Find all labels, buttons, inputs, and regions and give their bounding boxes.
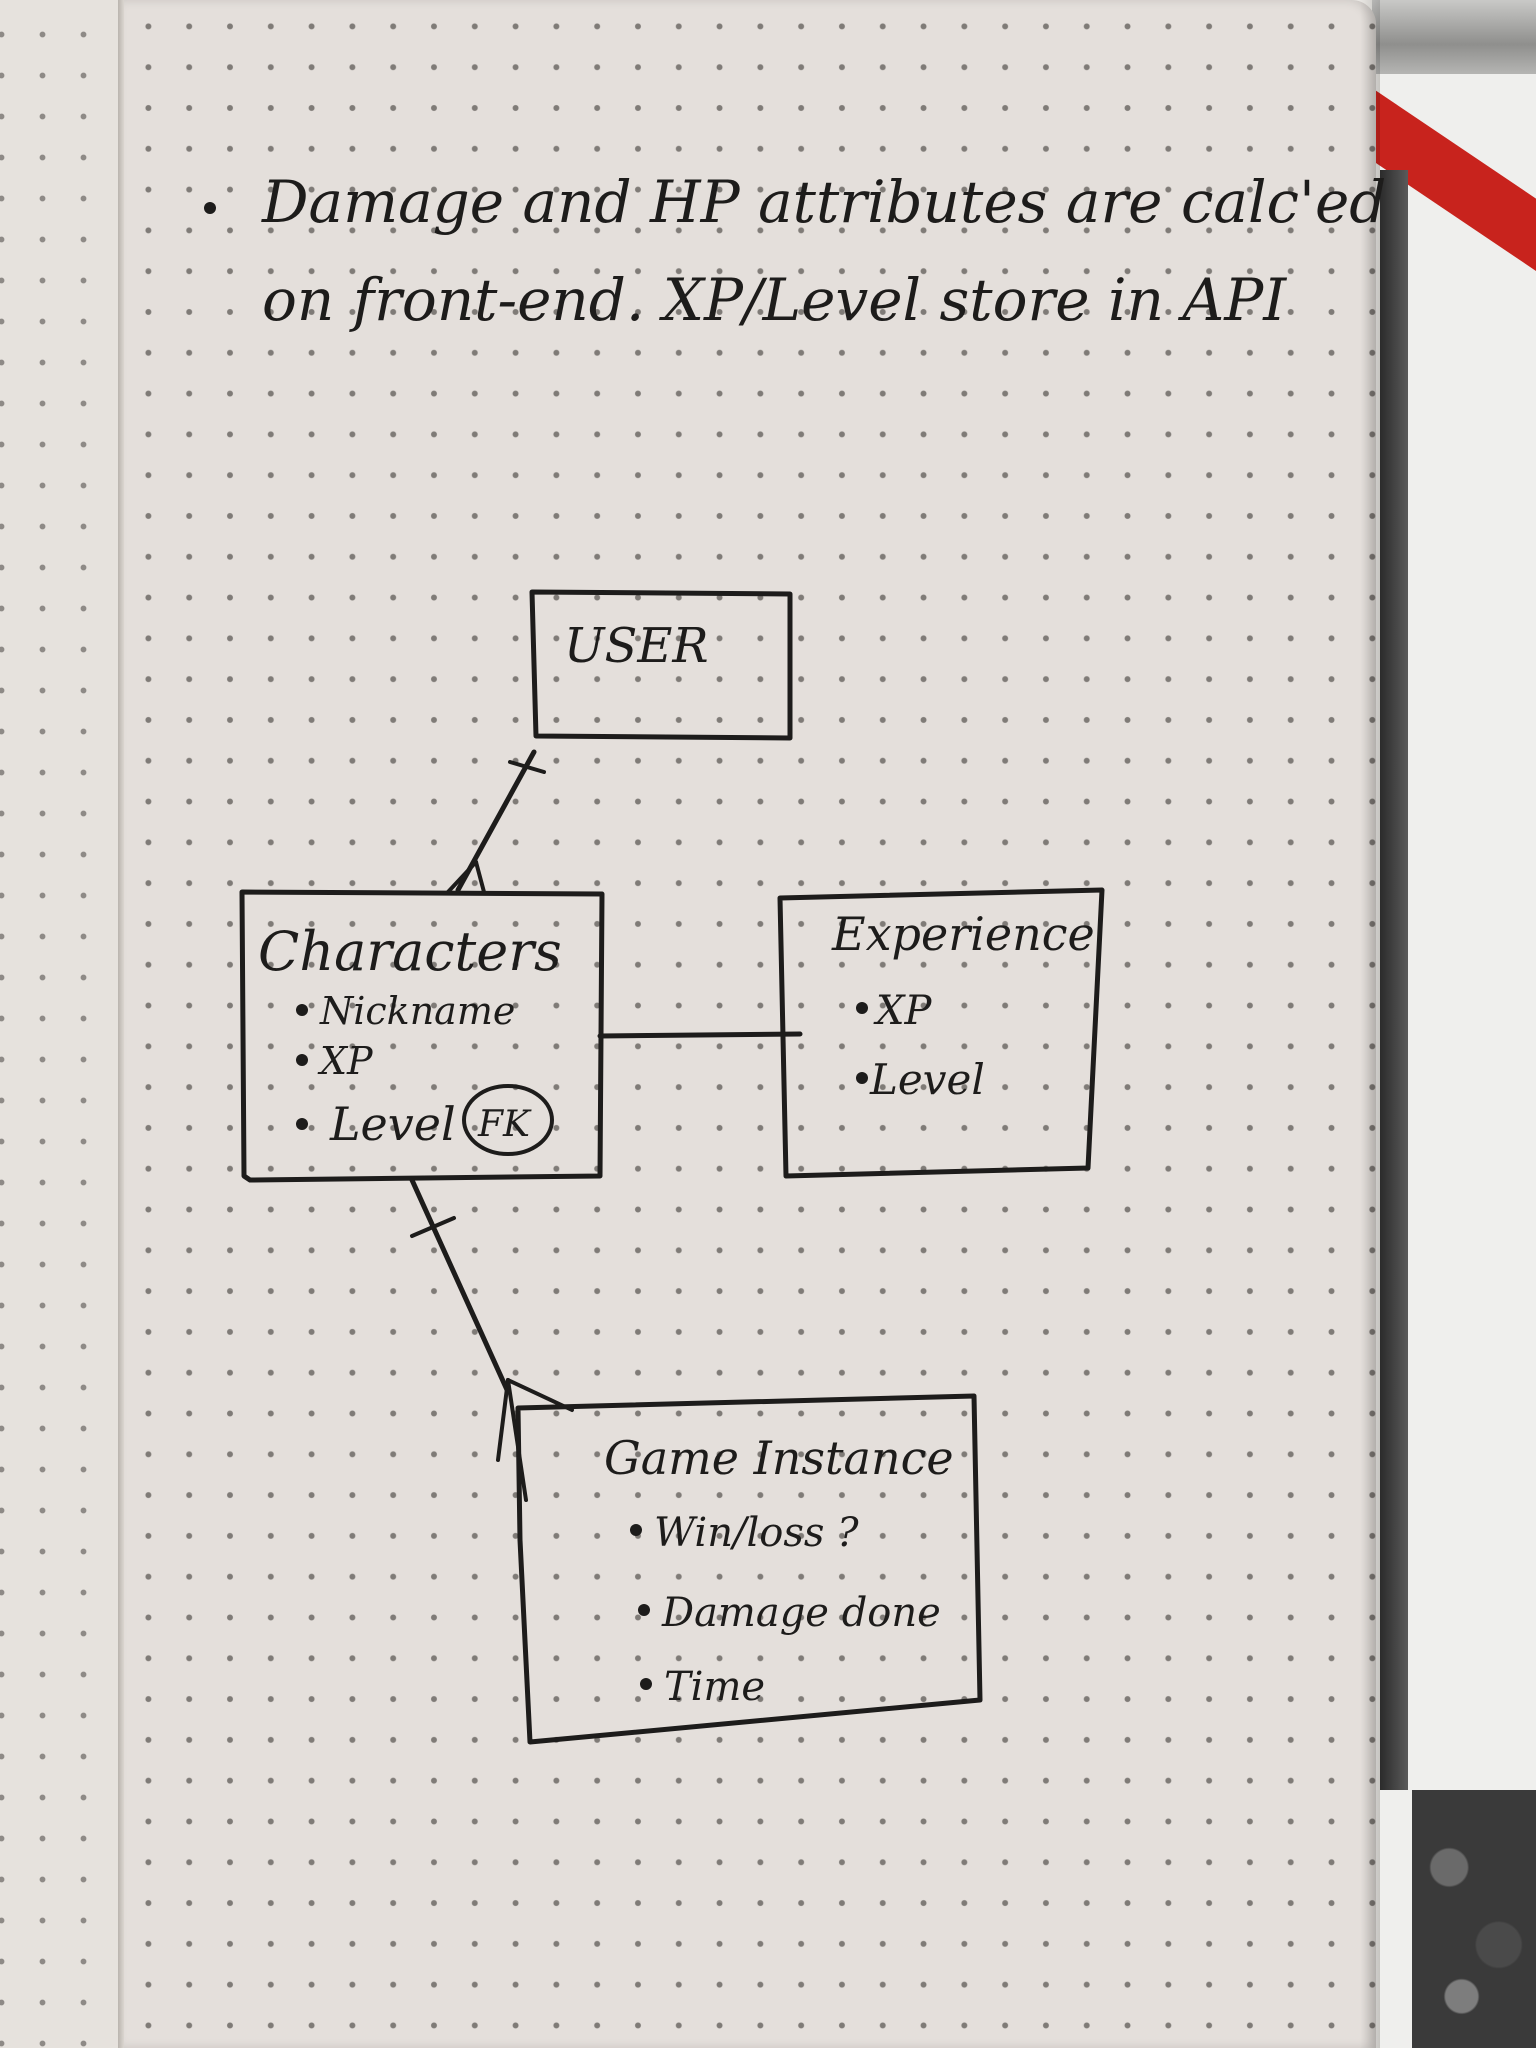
note-line-2: on front-end. XP/Level store in API <box>262 266 1287 334</box>
entity-user: USER <box>529 589 793 741</box>
fabric-corner <box>1412 1790 1536 2048</box>
game-instance-title: Game Instance <box>604 1431 954 1485</box>
fk-circle <box>462 1084 554 1156</box>
note-line-1: Damage and HP attributes are calc'ed <box>261 168 1386 236</box>
left-notebook-page <box>0 0 128 2048</box>
experience-box <box>777 887 1105 1179</box>
dot-grid-page <box>124 0 1376 2048</box>
one-marker <box>508 760 546 774</box>
game-attr-win-loss: Win/loss ? <box>654 1510 859 1556</box>
entity-experience: Experience XP Level <box>777 887 1105 1179</box>
characters-bullet-2 <box>296 1054 308 1066</box>
desk-metal-edge <box>1372 0 1536 74</box>
characters-game-line <box>409 1177 511 1395</box>
game-attr-damage-done: Damage done <box>661 1590 941 1636</box>
user-title: USER <box>564 618 709 674</box>
note-bullet <box>204 202 216 214</box>
characters-title: Characters <box>258 920 562 983</box>
experience-title: Experience <box>831 907 1095 961</box>
relationship-characters-experience <box>597 1031 803 1039</box>
one-marker-2 <box>410 1216 456 1238</box>
characters-attr-xp: XP <box>317 1039 374 1083</box>
game-attr-time: Time <box>664 1664 765 1710</box>
game-instance-box <box>515 1393 983 1745</box>
characters-box <box>239 889 605 1183</box>
relationship-characters-game-instance <box>409 1177 574 1502</box>
crowfoot-a <box>496 1378 510 1462</box>
crowfoot-right <box>474 860 486 894</box>
experience-bullet-1 <box>856 1002 868 1014</box>
crowfoot-left <box>446 860 478 894</box>
page-shadow <box>1360 0 1380 2048</box>
characters-bullet-3 <box>296 1118 308 1130</box>
characters-bullet-1 <box>296 1004 308 1016</box>
user-box <box>529 589 793 741</box>
relationship-user-characters <box>446 749 546 894</box>
entity-characters: Characters Nickname XP Level FK <box>239 889 605 1183</box>
characters-attr-nickname: Nickname <box>319 989 515 1033</box>
experience-attr-xp: XP <box>873 988 932 1034</box>
experience-attr-level: Level <box>869 1055 985 1104</box>
characters-attr-level: Level <box>329 1097 456 1151</box>
characters-fk-label: FK <box>477 1104 532 1145</box>
game-bullet-2 <box>638 1604 650 1616</box>
experience-bullet-2 <box>856 1072 868 1084</box>
game-bullet-1 <box>630 1524 642 1536</box>
entity-game-instance: Game Instance Win/loss ? Damage done Tim… <box>515 1393 983 1745</box>
notebook-cover-edge <box>1380 170 1408 1790</box>
game-bullet-3 <box>640 1678 652 1690</box>
